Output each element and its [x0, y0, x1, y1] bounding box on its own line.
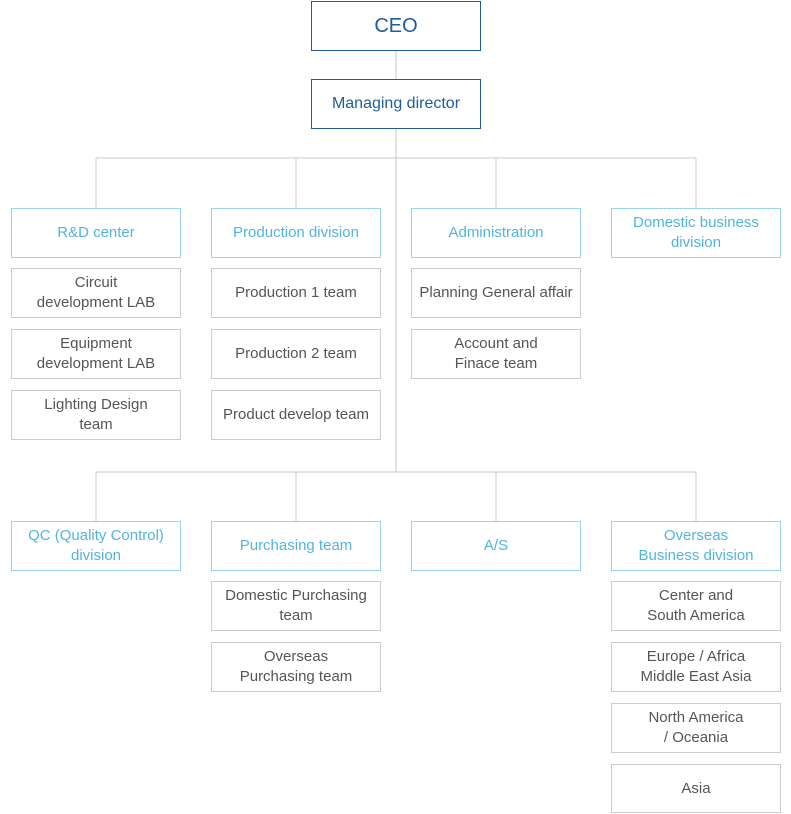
team-box: Asia: [611, 764, 781, 813]
branch-as: A/S: [411, 521, 581, 571]
branch-label: Administration: [448, 224, 544, 241]
team-box: Lighting Design team: [11, 390, 181, 440]
team-label: Asia: [681, 779, 711, 797]
team-label: North America / Oceania: [648, 709, 744, 746]
team-label: Planning General affair: [419, 284, 573, 301]
team-label: Production 2 team: [235, 345, 357, 362]
branch-label: R&D center: [57, 224, 135, 241]
branch-label: A/S: [483, 537, 509, 554]
branch-label: Production division: [233, 224, 359, 241]
team-label: Overseas Purchasing team: [239, 648, 353, 685]
ceo-node: CEO: [311, 1, 481, 51]
team-label: Lighting Design team: [44, 396, 148, 433]
branch-label: QC (Quality Control) division: [28, 527, 164, 564]
team-label: Domestic Purchasing team: [225, 587, 367, 624]
team-label: Center and South America: [647, 587, 745, 624]
team-box: Equipment development LAB: [11, 329, 181, 379]
branch-administration: Administration: [411, 208, 581, 258]
branch-qc-division: QC (Quality Control) division: [11, 521, 181, 571]
team-label: Product develop team: [223, 406, 369, 423]
branch-label: Overseas Business division: [638, 527, 754, 564]
team-box: Domestic Purchasing team: [211, 581, 381, 631]
branch-domestic-business-division: Domestic business division: [611, 208, 781, 258]
branch-label: Purchasing team: [239, 537, 353, 554]
team-box: North America / Oceania: [611, 703, 781, 753]
team-box: Product develop team: [211, 390, 381, 440]
team-label: Circuit development LAB: [36, 274, 156, 311]
team-label: Production 1 team: [235, 284, 357, 301]
branch-purchasing-team: Purchasing team: [211, 521, 381, 571]
branch-production-division: Production division: [211, 208, 381, 258]
branch-overseas-business-division: Overseas Business division: [611, 521, 781, 571]
team-box: Europe / Africa Middle East Asia: [611, 642, 781, 692]
team-label: Equipment development LAB: [36, 335, 156, 372]
team-box: Circuit development LAB: [11, 268, 181, 318]
team-box: Planning General affair: [411, 268, 581, 318]
team-box: Production 2 team: [211, 329, 381, 379]
team-box: Production 1 team: [211, 268, 381, 318]
team-box: Center and South America: [611, 581, 781, 631]
ceo-label: CEO: [374, 15, 418, 37]
team-box: Overseas Purchasing team: [211, 642, 381, 692]
team-box: Account and Finace team: [411, 329, 581, 379]
team-label: Account and Finace team: [454, 335, 538, 372]
managing-director-label: Managing director: [331, 95, 461, 112]
branch-rnd-center: R&D center: [11, 208, 181, 258]
managing-director-node: Managing director: [311, 79, 481, 129]
team-label: Europe / Africa Middle East Asia: [640, 648, 752, 685]
branch-label: Domestic business division: [633, 214, 759, 251]
